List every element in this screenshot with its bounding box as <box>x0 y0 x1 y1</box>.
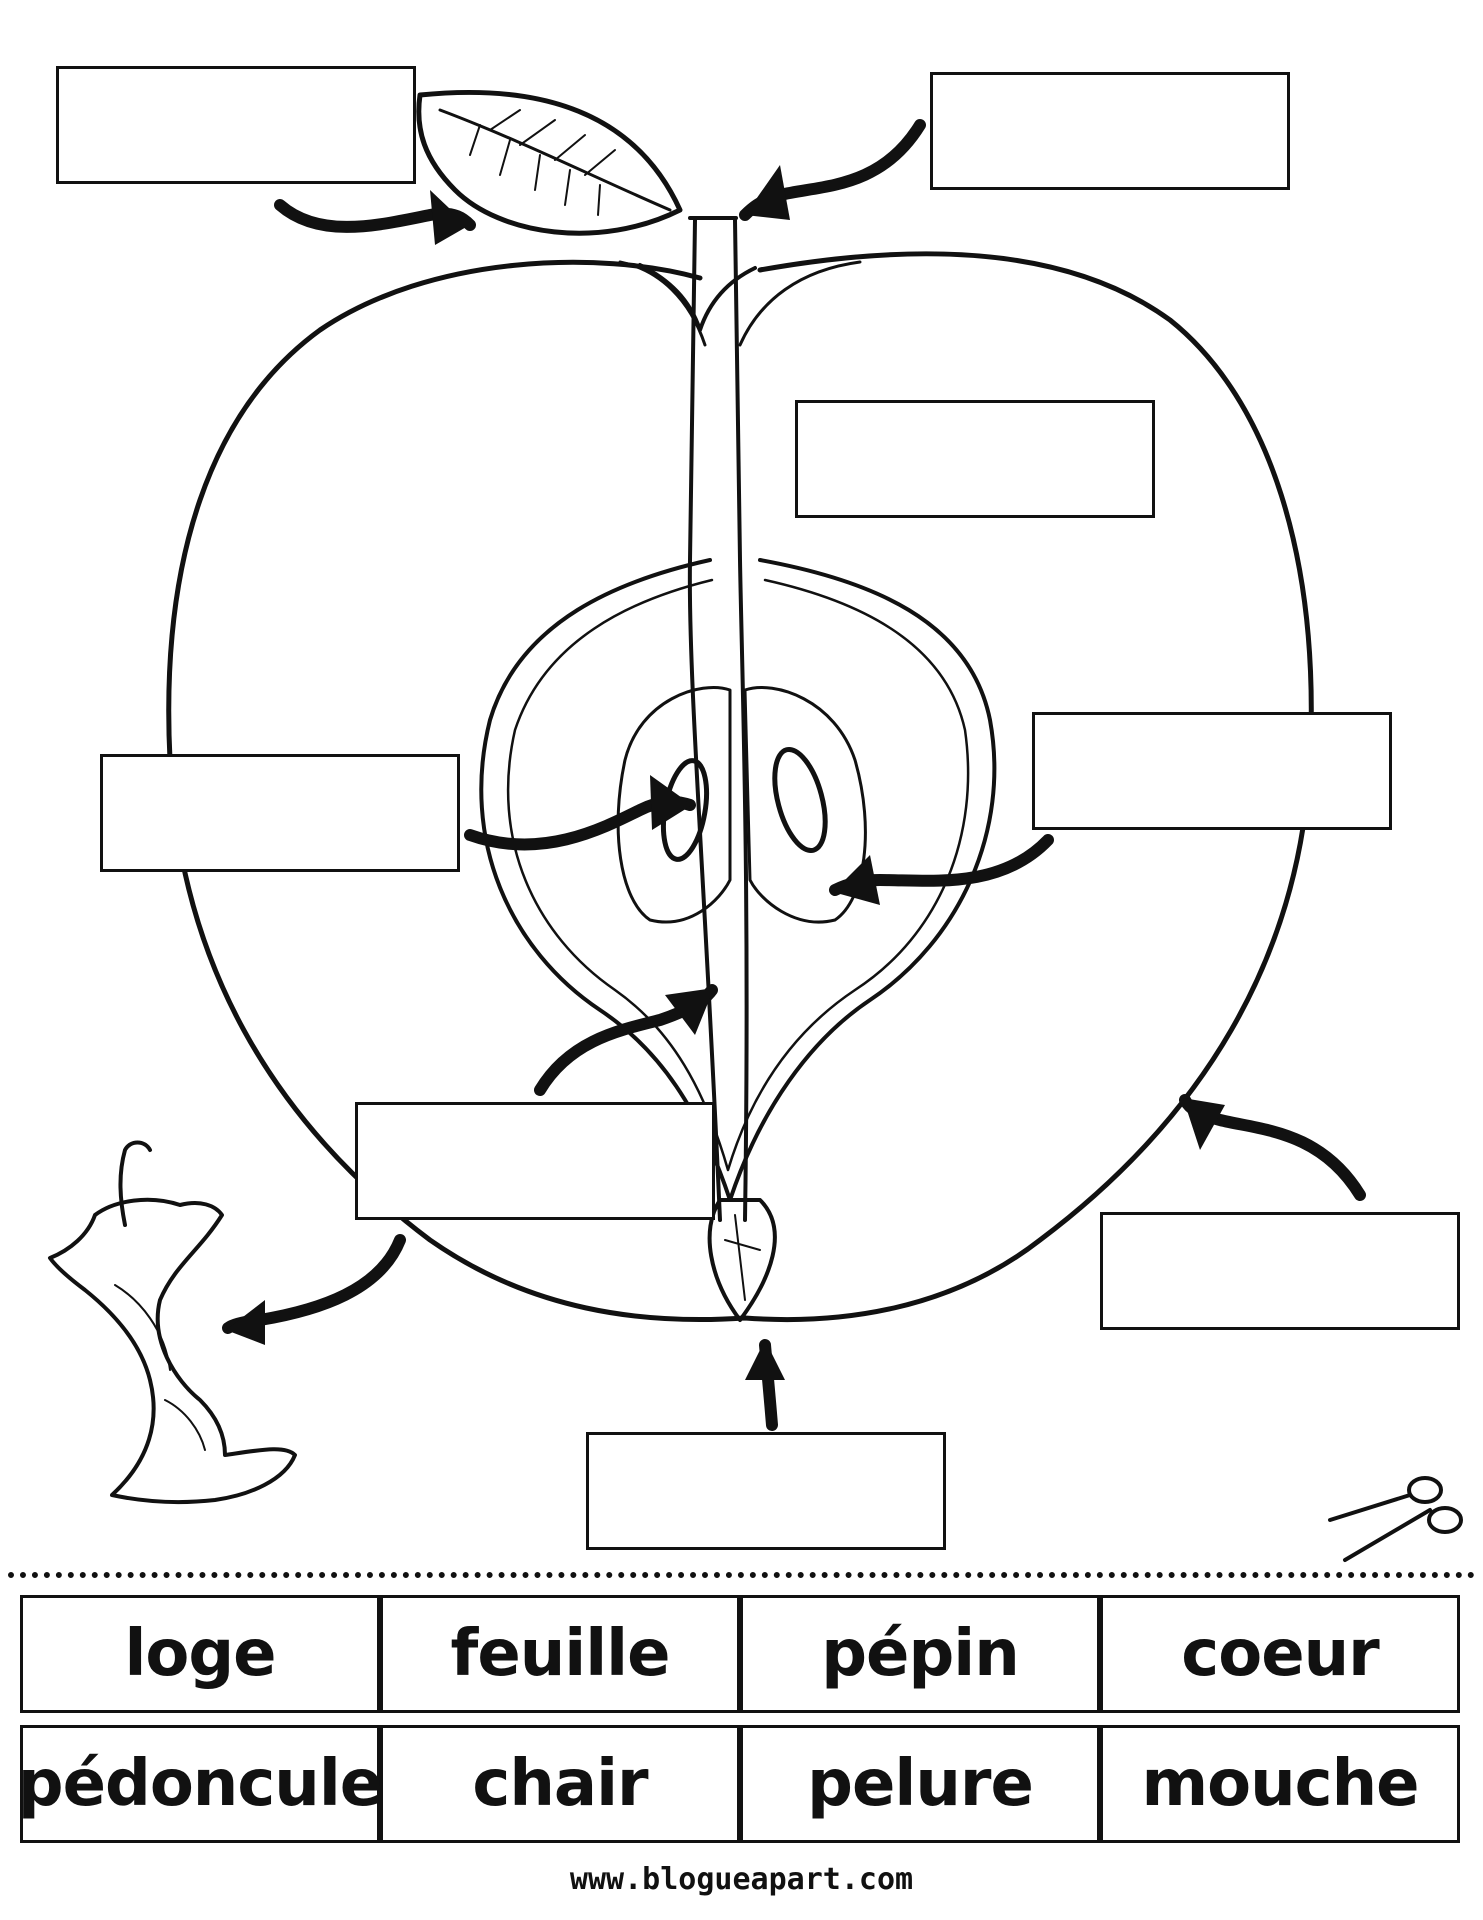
leaf <box>416 89 683 236</box>
right-lobe <box>738 260 862 347</box>
label-box-stem[interactable] <box>930 72 1290 190</box>
label-box-skin[interactable] <box>1100 1212 1460 1330</box>
word-card-pepin[interactable]: pépin <box>740 1595 1100 1713</box>
stem <box>687 218 722 1222</box>
label-box-chamber[interactable] <box>1032 712 1392 830</box>
label-box-calyx[interactable] <box>586 1432 946 1550</box>
apple-outline <box>166 251 1314 1323</box>
calyx <box>707 1198 777 1322</box>
seed-chamber-right <box>743 686 867 924</box>
arrowhead-core <box>665 988 714 1035</box>
leaf-vein <box>438 108 672 212</box>
arrowhead-skin <box>1183 1098 1225 1150</box>
arrowhead-leaf <box>430 190 468 245</box>
seed-right <box>772 746 828 854</box>
arrowhead-calyx <box>745 1340 785 1380</box>
word-card-pedoncule[interactable]: pédoncule <box>18 1725 383 1843</box>
arrowhead-seed-left <box>650 775 692 830</box>
stem-right <box>733 218 749 1222</box>
footer-url: www.blogueapart.com <box>569 1862 914 1897</box>
label-box-leaf[interactable] <box>56 66 416 184</box>
arrow-leaf <box>274 199 476 233</box>
arrowhead-stem <box>745 165 790 220</box>
core-inner <box>506 578 970 1172</box>
arrowhead-apple-core <box>226 1300 265 1345</box>
word-card-loge[interactable]: loge <box>20 1595 380 1713</box>
word-card-pelure[interactable]: pelure <box>740 1725 1100 1843</box>
cut-line <box>8 1572 1475 1578</box>
word-card-mouche[interactable]: mouche <box>1100 1725 1460 1843</box>
apple-core-icon <box>48 1140 297 1505</box>
label-box-seed[interactable] <box>100 754 460 872</box>
seed-chamber-left <box>616 686 732 924</box>
arrowhead-seed-right <box>833 855 880 905</box>
word-bank: loge feuille pépin coeur pédoncule chair… <box>18 1595 1460 1845</box>
word-card-chair[interactable]: chair <box>380 1725 740 1843</box>
word-card-coeur[interactable]: coeur <box>1100 1595 1460 1713</box>
label-box-flesh[interactable] <box>795 400 1155 518</box>
word-card-feuille[interactable]: feuille <box>380 1595 740 1713</box>
left-lobe <box>618 260 707 347</box>
label-box-core[interactable] <box>355 1102 715 1220</box>
scissors-icon <box>1328 1476 1463 1562</box>
